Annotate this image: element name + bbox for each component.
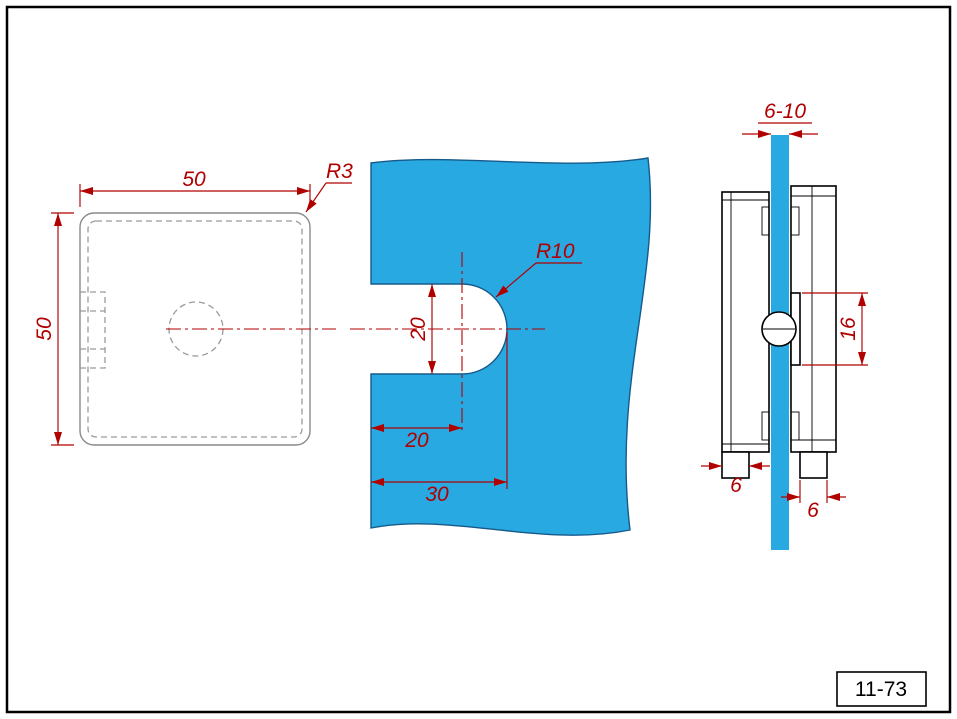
dim-label-plate-width: 50 <box>182 168 206 191</box>
glass-panel <box>370 157 652 536</box>
dim-label-slot-depth: 30 <box>425 483 449 506</box>
dim-label-center-offset: 20 <box>404 429 429 452</box>
leader-line-r3 <box>305 182 327 213</box>
border-frame <box>5 5 952 714</box>
clamp-left-body <box>721 191 770 453</box>
front-view: 50 50 R3 <box>33 160 353 446</box>
clamp-right-foot <box>799 451 828 479</box>
gasket-pad <box>761 411 770 441</box>
dim-label-right-thickness: 6 <box>807 499 819 522</box>
plate-tab-hidden <box>79 291 106 369</box>
dim-label-glass-thickness: 6-10 <box>764 100 806 123</box>
figure-number: 11-73 <box>855 678 907 701</box>
dim-label-plate-height16: 16 <box>837 317 860 341</box>
dim-label-plate-height: 50 <box>33 317 56 341</box>
gasket-pad <box>790 206 800 236</box>
clamp-left-foot <box>721 451 750 479</box>
dim-label-slot-radius: R10 <box>536 240 575 263</box>
figure-number-box <box>836 671 927 707</box>
leader-line-r10 <box>495 262 537 298</box>
glass-cutout-view: R10 20 20 30 <box>350 157 652 536</box>
dim-label-slot-width: 20 <box>407 317 430 342</box>
dim-label-left-thickness: 6 <box>730 474 742 497</box>
gasket-pad <box>761 206 770 236</box>
dim-label-corner-radius: R3 <box>326 160 353 183</box>
title-block: 11-73 <box>836 671 927 707</box>
gasket-pad <box>790 411 800 441</box>
side-view: 6-10 16 6 6 <box>701 100 868 550</box>
